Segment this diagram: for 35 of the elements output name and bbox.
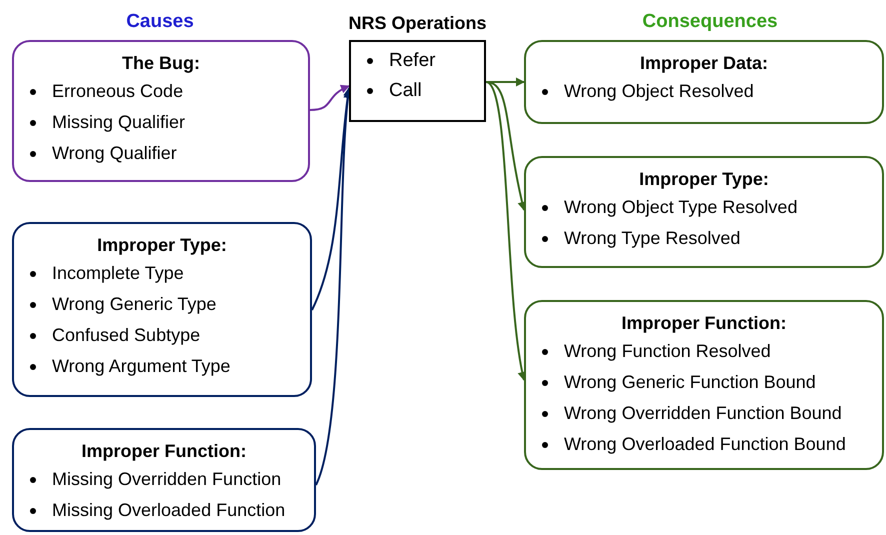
bullet-item: Refer <box>389 49 436 73</box>
bullet-item: Wrong Object Resolved <box>564 80 754 103</box>
bullet-item: Missing Overloaded Function <box>52 499 286 522</box>
arrow <box>486 78 525 86</box>
bullet-item: Wrong Overloaded Function Bound <box>564 433 846 456</box>
bullet-item: Call <box>389 79 422 103</box>
bullet-item: Wrong Function Resolved <box>564 340 771 363</box>
rounded-box <box>12 40 310 182</box>
bullet-item: Wrong Object Type Resolved <box>564 196 798 219</box>
bullet-item: Wrong Generic Type <box>52 293 216 316</box>
rounded-box <box>524 40 884 124</box>
bullet-item: Confused Subtype <box>52 324 200 347</box>
bullet-item: Wrong Argument Type <box>52 355 230 378</box>
bullet-item: Wrong Overridden Function Bound <box>564 402 842 425</box>
box-heading: The Bug: <box>121 52 201 75</box>
bullet-item: Incomplete Type <box>52 262 184 285</box>
bullet-item: Wrong Qualifier <box>52 142 177 165</box>
bullet-item: Wrong Type Resolved <box>564 227 740 250</box>
box-heading: Improper Function: <box>80 440 248 463</box>
arrow <box>310 85 350 111</box>
box-heading: Improper Type: <box>96 234 228 257</box>
bullet-item: Wrong Generic Function Bound <box>564 371 816 394</box>
box-heading: Improper Function: <box>620 312 788 335</box>
rounded-box <box>524 300 884 470</box>
column-heading: Consequences <box>641 10 779 34</box>
rounded-box <box>12 428 316 532</box>
rounded-box <box>524 156 884 268</box>
bullet-item: Missing Qualifier <box>52 111 186 134</box>
column-heading: Causes <box>125 10 195 34</box>
box-heading: Improper Data: <box>638 52 770 75</box>
bullet-item: Erroneous Code <box>52 80 184 103</box>
rounded-box <box>12 222 312 397</box>
box-heading: NRS Operations <box>347 12 488 35</box>
bullet-item: Missing Overridden Function <box>52 468 282 491</box>
box-heading: Improper Type: <box>638 168 770 191</box>
